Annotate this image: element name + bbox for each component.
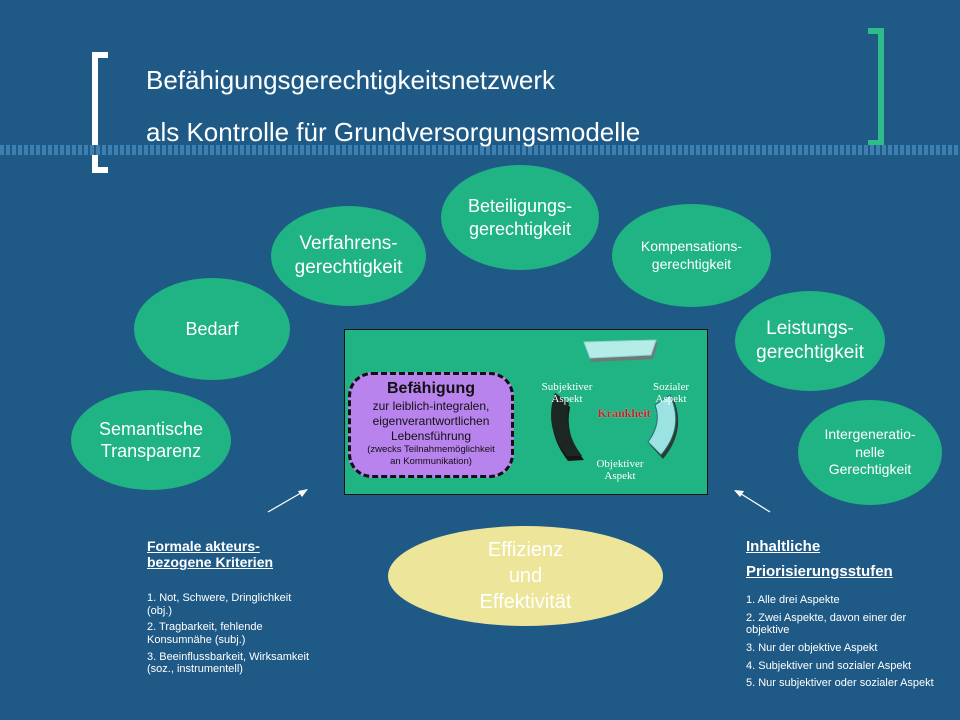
befaehigung-box: Befähigung zur leiblich-integralen, eige… xyxy=(348,372,514,478)
right-criteria-item: 4. Subjektiver und sozialer Aspekt xyxy=(746,659,912,672)
aspect-text: Objektiver xyxy=(596,458,644,470)
befaehigung-line: Lebensführung xyxy=(390,429,472,443)
bubble-beteiligungsgerechtigkeit: Beteiligungs-gerechtigkeit xyxy=(441,165,599,270)
bubble-bedarf: Bedarf xyxy=(134,278,290,380)
aspect-text: Sozialer xyxy=(652,381,690,393)
bubble-kompensationsgerechtigkeit: Kompensations-gerechtigkeit xyxy=(612,204,771,307)
left-criteria-item: 1. Not, Schwere, Dringlichkeit (obj.) xyxy=(147,592,292,617)
subjektiver-aspekt-label: Subjektiver Aspekt xyxy=(528,381,606,405)
right-criteria: Inhaltliche Priorisierungsstufen 1. Alle… xyxy=(746,538,946,690)
aspect-text: Subjektiver xyxy=(541,381,593,393)
left-criteria-item: 3. Beeinflussbarkeit, Wirksamkeit (soz.,… xyxy=(147,650,309,676)
befaehigung-line: eigenverantwortlichen xyxy=(372,414,490,428)
right-criteria-item: 3. Nur der objektive Aspekt xyxy=(746,641,878,654)
bubble-leistungsgerechtigkeit: Leistungs-gerechtigkeit xyxy=(735,291,885,391)
befaehigung-title: Befähigung xyxy=(387,380,475,397)
bubble-text: nelle xyxy=(855,443,885,460)
bubble-text: Kompensations- xyxy=(640,238,743,254)
cycle-segment-left xyxy=(551,393,582,456)
objektiver-aspekt-label: Objektiver Aspekt xyxy=(582,458,658,482)
bubble-text: gerechtigkeit xyxy=(651,255,732,272)
krankheit-label: Krankheit xyxy=(597,406,651,420)
left-criteria-heading: bezogene Kriterien xyxy=(147,554,274,570)
left-arrow xyxy=(267,489,308,513)
bubble-text: Beteiligungs- xyxy=(467,196,573,216)
effizienz-effektivitaet-ellipse: Effizienz und Effektivität xyxy=(388,526,663,626)
bubble-text: gerechtigkeit xyxy=(468,218,572,239)
bubble-text: gerechtigkeit xyxy=(756,342,864,363)
aspect-text: Aspekt xyxy=(604,470,636,483)
right-criteria-heading: Priorisierungsstufen xyxy=(746,563,893,580)
right-arrow xyxy=(734,490,771,513)
befaehigung-line: zur leiblich-integralen, xyxy=(372,399,490,413)
right-criteria-item: 1. Alle drei Aspekte xyxy=(746,594,840,606)
right-bracket-decoration xyxy=(868,28,884,146)
title-line-2: als Kontrolle für Grundversorgungsmodell… xyxy=(146,117,641,147)
bubble-text: gerechtigkeit xyxy=(294,257,403,278)
befaehigung-note: (zwecks Teilnahmemöglichkeit xyxy=(367,444,495,455)
bubble-text: Verfahrens- xyxy=(299,233,398,255)
befaehigung-note: an Kommunikation) xyxy=(390,455,472,467)
bubble-text: Intergeneratio- xyxy=(824,426,916,443)
effizienz-text: Effizienz xyxy=(487,539,564,561)
right-criteria-item: 5. Nur subjektiver oder sozialer Aspekt xyxy=(746,677,934,690)
title-rule xyxy=(0,145,960,155)
left-bracket-decoration xyxy=(92,52,108,173)
bubble-text: Semantische xyxy=(98,418,204,439)
aspect-text: Aspekt xyxy=(655,393,687,406)
effizienz-text: Effektivität xyxy=(479,591,572,613)
left-criteria: Formale akteurs- bezogene Kriterien 1. N… xyxy=(147,538,317,676)
left-criteria-heading: Formale akteurs- xyxy=(147,538,260,554)
cycle-arrows xyxy=(551,339,679,461)
right-criteria-heading: Inhaltliche xyxy=(746,538,821,555)
title-line-1: Befähigungsgerechtigkeitsnetzwerk xyxy=(146,65,556,95)
bubble-text: Gerechtigkeit xyxy=(828,461,912,478)
bubble-text: Transparenz xyxy=(100,441,202,461)
effizienz-text: und xyxy=(508,565,543,587)
sozialer-aspekt-label: Sozialer Aspekt xyxy=(636,381,706,405)
cycle-segment-right xyxy=(647,394,677,456)
bubble-text: Bedarf xyxy=(185,318,239,339)
cycle-segment-top xyxy=(583,339,657,359)
left-criteria-item: 2. Tragbarkeit, fehlende Konsumnähe (sub… xyxy=(147,621,263,646)
right-criteria-item: 2. Zwei Aspekte, davon einer der objekti… xyxy=(746,611,907,637)
bubble-text: Leistungs- xyxy=(766,318,854,340)
bubble-verfahrensgerechtigkeit: Verfahrens-gerechtigkeit xyxy=(271,206,426,306)
aspect-text: Aspekt xyxy=(551,393,583,406)
